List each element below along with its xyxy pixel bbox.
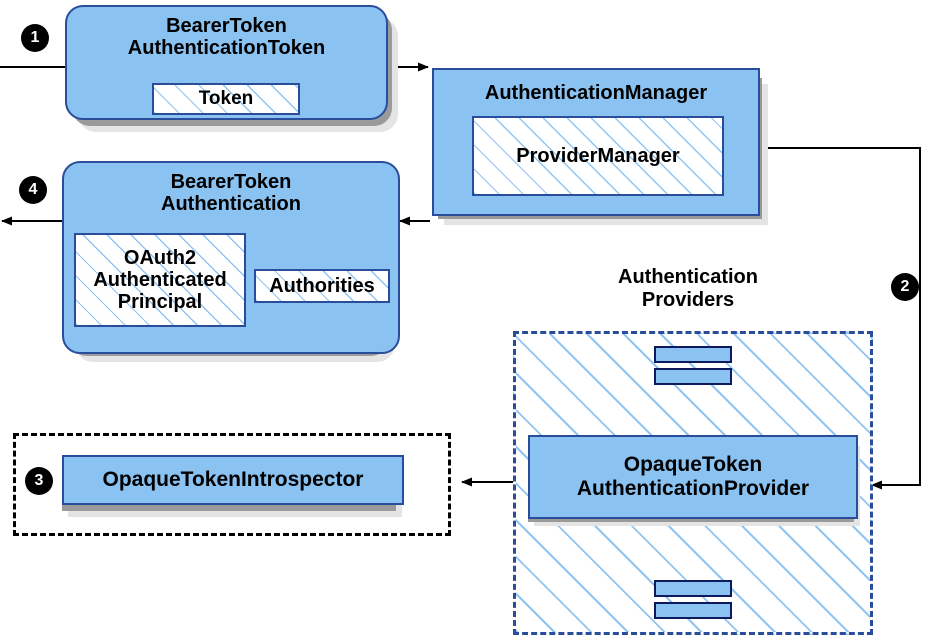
inner-box-oauth2-authenticated-principal: OAuth2 Authenticated Principal [74, 233, 246, 327]
step-badge-1: 1 [22, 25, 48, 51]
bearer-token-authentication-title: BearerToken Authentication [161, 171, 301, 216]
node-opaque-token-authentication-provider[interactable]: OpaqueToken AuthenticationProvider [528, 435, 858, 519]
step-badge-4: 4 [20, 177, 46, 203]
node-authentication-manager[interactable]: AuthenticationManager ProviderManager [432, 68, 760, 216]
provider-bar-bottom-2 [654, 602, 732, 619]
step-badge-3: 3 [26, 468, 52, 494]
provider-bar-bottom-1 [654, 580, 732, 597]
node-bearer-token-authentication-token[interactable]: BearerToken AuthenticationToken Token [65, 5, 388, 120]
authentication-providers-title: Authentication Providers [618, 266, 758, 311]
step-badge-2: 2 [892, 274, 918, 300]
inner-box-token: Token [152, 83, 300, 115]
inner-box-provider-manager: ProviderManager [472, 116, 724, 196]
node-bearer-token-authentication[interactable]: BearerToken Authentication OAuth2 Authen… [62, 161, 400, 354]
authentication-manager-title: AuthenticationManager [484, 82, 708, 104]
node-opaque-token-introspector[interactable]: OpaqueTokenIntrospector [62, 455, 404, 505]
provider-bar-top-1 [654, 346, 732, 363]
inner-box-authorities: Authorities [254, 269, 390, 303]
opaque-token-introspector-container [13, 433, 451, 536]
bearer-token-authentication-token-title: BearerToken AuthenticationToken [127, 15, 326, 60]
provider-bar-top-2 [654, 368, 732, 385]
